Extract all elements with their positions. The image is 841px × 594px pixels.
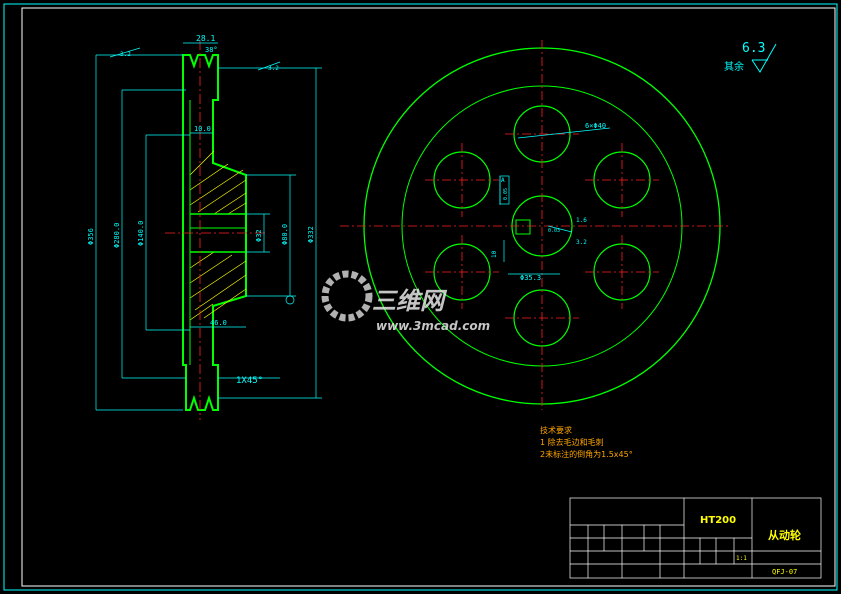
- rough-a: 3.2: [120, 51, 131, 58]
- dim-top-width: 28.1: [196, 34, 215, 43]
- gear-icon: [321, 270, 373, 322]
- web-hatch: [189, 150, 247, 321]
- drawing-number: QFJ-07: [772, 568, 797, 576]
- pulley-outline: [182, 54, 247, 411]
- dim-web: 10.0: [194, 125, 211, 133]
- dim-bore-diameter: Φ32: [255, 229, 263, 242]
- notes-line-1: 1 除去毛边和毛刺: [540, 437, 604, 447]
- tol-datum: A: [501, 177, 505, 184]
- front-view: 6×Φ40 Φ35.3 10 0.05 A 1.6 3.2 0.03: [340, 40, 730, 410]
- dim-holes: 6×Φ40: [585, 122, 606, 130]
- dim-web-diameter: Φ140.0: [137, 221, 145, 246]
- tol-a: 0.05: [503, 188, 509, 200]
- dim-outer-diameter: Φ356: [87, 228, 95, 245]
- title-block: [569, 497, 822, 579]
- roughness-value: 6.3: [742, 41, 765, 56]
- dim-chamfer: 1X45°: [236, 376, 263, 386]
- roughness-symbol: 6.3 其余: [724, 41, 777, 73]
- side-small: 0.03: [548, 228, 560, 234]
- dim-hub-len: 46.0: [210, 319, 227, 327]
- watermark: 三维网 www.3mcad.com: [321, 270, 490, 333]
- dim-groove-angle: 38°: [205, 46, 218, 54]
- dim-rim-diameter: Φ280.0: [113, 223, 121, 248]
- inner-frame: [21, 7, 836, 587]
- technical-notes: 技术要求 1 除去毛边和毛刺 2未标注的倒角为1.5x45°: [540, 425, 633, 459]
- rough-c: 1.6: [576, 217, 587, 224]
- dim-hub-diameter: Φ80.0: [281, 224, 289, 245]
- watermark-brand: 三维网: [372, 287, 448, 315]
- roughness-label: 其余: [724, 60, 744, 73]
- rough-b: 3.2: [268, 65, 279, 72]
- outer-frame: [3, 3, 838, 591]
- watermark-url: www.3mcad.com: [376, 319, 490, 333]
- part-name: 从动轮: [768, 528, 801, 542]
- material: HT200: [700, 515, 736, 526]
- dim-keyway: Φ35.3: [520, 274, 541, 282]
- section-view: 28.1 38° 3.2 3.2 10.0 46.0 1X45° Φ356 Φ2…: [87, 34, 322, 420]
- datum-symbol: [285, 295, 295, 305]
- notes-line-2: 2未标注的倒角为1.5x45°: [540, 449, 633, 459]
- dim-key-width: 10: [491, 250, 498, 258]
- rough-d: 3.2: [576, 239, 587, 246]
- dim-max-diameter: Φ332: [307, 226, 315, 243]
- keyway: [515, 219, 531, 235]
- scale: 1:1: [736, 555, 747, 562]
- notes-title: 技术要求: [540, 425, 572, 435]
